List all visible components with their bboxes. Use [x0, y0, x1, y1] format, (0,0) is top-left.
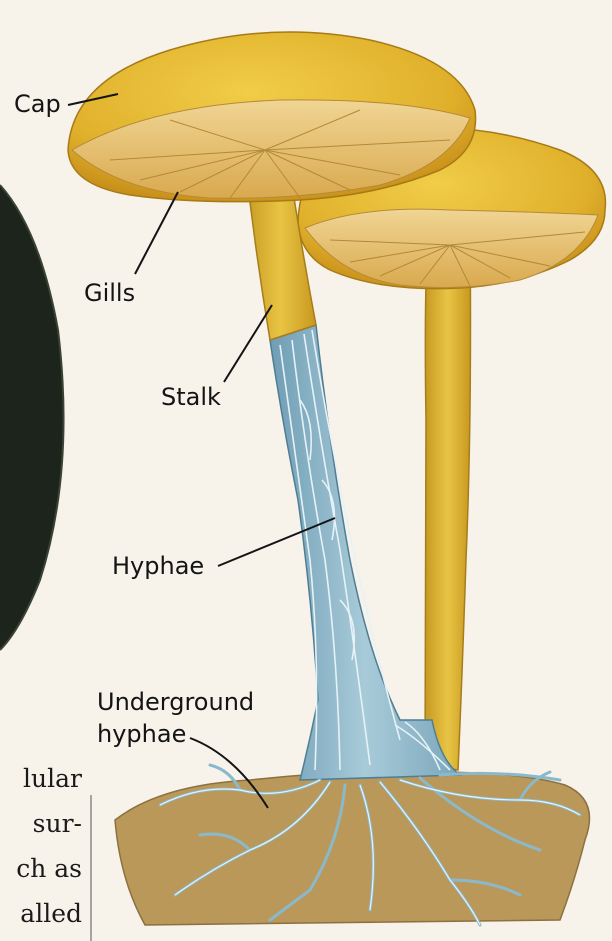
text-fragment-line-4: alled: [20, 899, 82, 928]
text-fragment-line-2: sur-: [33, 809, 82, 838]
stalk-leader: [224, 305, 272, 382]
left-cap: [68, 32, 476, 202]
label-hyphae: Hyphae: [112, 552, 204, 580]
label-hyphae-2: hyphae: [97, 720, 186, 748]
label-cap: Cap: [14, 90, 61, 118]
gills-leader: [135, 192, 178, 274]
right-stalk: [425, 232, 471, 770]
label-underground: Underground: [97, 688, 254, 716]
text-fragment-line-1: lular: [23, 764, 82, 793]
photo-fragment: [0, 185, 64, 650]
text-fragment-line-3: ch as: [16, 854, 82, 883]
label-stalk: Stalk: [161, 383, 221, 411]
label-gills: Gills: [84, 279, 135, 307]
